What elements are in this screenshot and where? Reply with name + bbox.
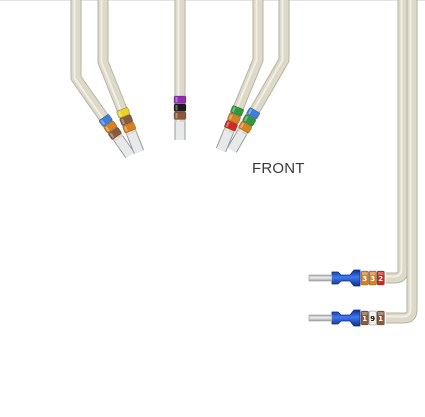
- terminal-wire-highlight: [386, 0, 403, 278]
- terminal-pin: [308, 314, 333, 322]
- wire-marker-ring: [238, 121, 252, 134]
- terminal-marker-ring: 1: [360, 310, 369, 326]
- wire-marker-ring: [173, 111, 187, 120]
- wire-marker-ring: [122, 122, 137, 134]
- blue-terminal-sleeve: [331, 309, 361, 327]
- terminal-marker-digit: 3: [370, 275, 375, 283]
- wire-marker-ring: [173, 95, 187, 104]
- terminal-marker-digit: 3: [362, 275, 367, 283]
- wire-marker-ring: [108, 127, 122, 140]
- wire-left-inner: [97, 0, 145, 155]
- terminal-marker-digit: 2: [378, 275, 383, 283]
- terminal-marker-ring: 2: [376, 270, 385, 286]
- wire-insulation-edge: [70, 0, 124, 142]
- wire-conductor: [114, 136, 134, 158]
- wire-right-outer: [227, 0, 290, 153]
- terminal-marker-ring: 1: [376, 310, 385, 326]
- wire-highlight: [100, 0, 132, 134]
- terminal-marker-digit: 9: [370, 315, 375, 323]
- terminal-marker-ring: 9: [368, 310, 377, 326]
- wire-marker-ring: [227, 112, 241, 124]
- front-label: FRONT: [252, 160, 305, 177]
- wire-left-outer: [70, 0, 135, 159]
- wire-marker-ring: [173, 103, 187, 112]
- terminal-wire-highlight: [386, 0, 412, 318]
- terminal-marker-digit: 1: [362, 315, 367, 323]
- terminal-wire-insulation: [386, 0, 417, 323]
- terminal-marker-ring: 3: [360, 270, 369, 286]
- blue-terminal-sleeve: [331, 269, 361, 287]
- wire-insulation: [238, 0, 289, 135]
- wire-marker-ring: [242, 114, 256, 127]
- wire-highlight: [239, 0, 284, 134]
- wire-marker-ring: [224, 120, 238, 132]
- wire-marker-ring: [98, 114, 113, 127]
- wire-marker-ring: [103, 120, 118, 134]
- wire-marker-ring: [116, 107, 131, 119]
- wire-marker-ring: [246, 107, 260, 120]
- wire-right-inner: [215, 0, 264, 153]
- terminal-pin: [308, 274, 333, 282]
- wire-conductor: [216, 129, 233, 152]
- wire-marker-ring: [119, 114, 134, 126]
- terminal-marker-digit: 1: [378, 315, 383, 323]
- wire-conductor: [127, 131, 144, 154]
- wire-conductor: [228, 130, 246, 153]
- terminal-wire-insulation: [386, 0, 408, 283]
- wire-marker-ring: [230, 105, 244, 117]
- wire-center: [173, 0, 187, 140]
- terminal-marker-ring: 3: [368, 270, 377, 286]
